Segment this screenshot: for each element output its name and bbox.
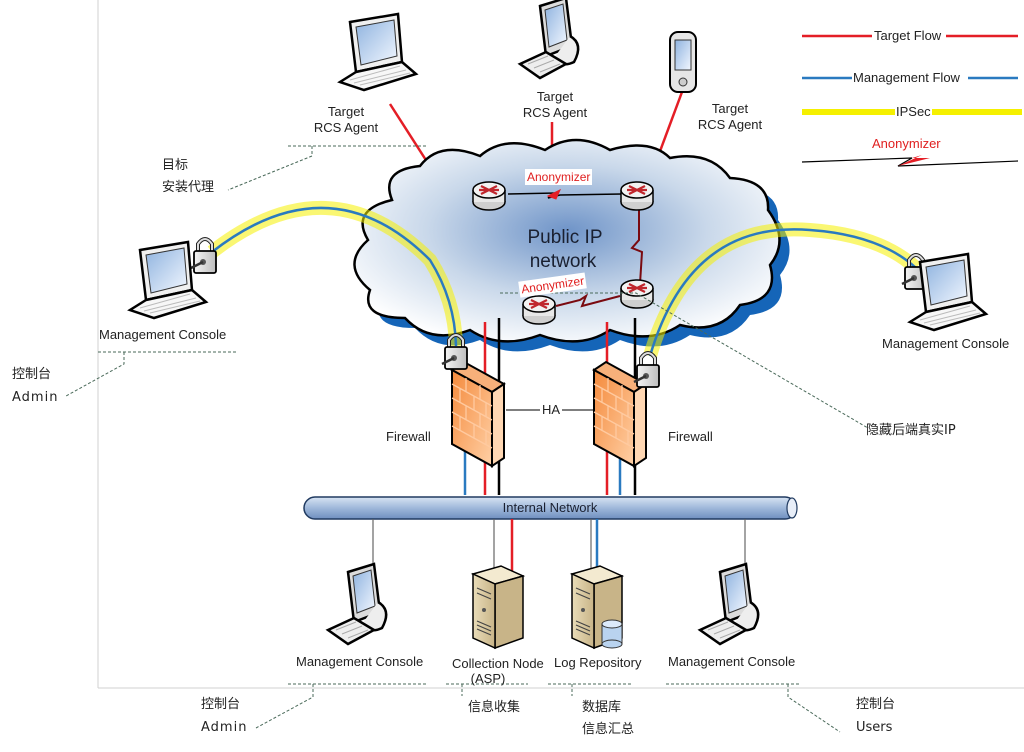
- target-agent-2-line1: Target: [536, 89, 574, 104]
- target-agent-1-line1: Target: [327, 104, 365, 119]
- remote-console-left-label: Management Console: [99, 327, 227, 342]
- firewall-right-label: Firewall: [668, 429, 713, 444]
- internal-console-right-label: Management Console: [668, 654, 796, 669]
- legend-management-flow: Management Flow: [853, 70, 960, 85]
- remote-console-right-icon: [908, 252, 988, 332]
- annotation-left-admin-cn: 控制台: [12, 367, 52, 382]
- annotation-users-en: Users: [856, 720, 893, 735]
- annotation-collect-cn: 信息收集: [468, 700, 521, 715]
- annotation-hide-ip: 隐藏后端真实IP: [866, 423, 956, 438]
- internal-console-left-icon: [326, 562, 388, 646]
- annotation-target-agent-cn-1: 目标: [162, 158, 189, 173]
- legend-anonymizer: Anonymizer: [872, 136, 941, 151]
- target-agent-1-line2: RCS Agent: [313, 120, 379, 135]
- ha-label: HA: [540, 402, 563, 418]
- lock-icon: [632, 351, 661, 389]
- internal-network-label: Internal Network: [502, 500, 598, 515]
- anonymizer-label-top: Anonymizer: [525, 169, 593, 185]
- legend-ipsec: IPSec: [896, 104, 931, 119]
- target-pda-icon: [669, 31, 697, 93]
- target-desktop-icon: [518, 0, 580, 80]
- legend-target-flow: Target Flow: [874, 28, 942, 43]
- annotation-users-cn: 控制台: [856, 697, 896, 712]
- annotation-db-cn-1: 数据库: [582, 700, 622, 715]
- log-repository-label: Log Repository: [554, 655, 642, 670]
- annotation-db-cn-2: 信息汇总: [582, 722, 635, 737]
- target-laptop-icon: [338, 12, 418, 92]
- cloud-title-line1: Public IP: [527, 227, 603, 248]
- internal-network-bus: [303, 496, 798, 520]
- router-icon: [521, 294, 557, 326]
- annotation-left-admin-en: Admin: [12, 390, 59, 405]
- lock-icon: [189, 237, 218, 275]
- collection-node-server-icon: [472, 565, 524, 649]
- internal-console-left-label: Management Console: [296, 654, 424, 669]
- collection-node-label-line1: Collection Node: [452, 656, 544, 671]
- target-agent-3-line1: Target: [711, 101, 749, 116]
- internal-drop-lines: [372, 519, 746, 576]
- database-icon: [601, 619, 623, 649]
- target-agent-3-line2: RCS Agent: [697, 117, 763, 132]
- collection-node-label-line2: (ASP): [470, 671, 506, 686]
- internal-console-right-icon: [698, 562, 760, 646]
- target-agent-2-line2: RCS Agent: [522, 105, 588, 120]
- firewall-left-icon: [451, 361, 505, 467]
- router-icon: [471, 180, 507, 212]
- management-flow-lines: [211, 206, 917, 357]
- firewall-left-label: Firewall: [386, 429, 431, 444]
- remote-console-right-label: Management Console: [882, 336, 1010, 351]
- annotation-bottom-admin-cn: 控制台: [201, 697, 241, 712]
- cloud-title-line2: network: [529, 251, 597, 272]
- legend: [801, 34, 1022, 167]
- annotation-bottom-admin-en: Admin: [201, 720, 248, 735]
- anonymizer-links: [507, 188, 644, 308]
- router-icon: [619, 180, 655, 212]
- annotation-target-agent-cn-2: 安装代理: [162, 180, 215, 195]
